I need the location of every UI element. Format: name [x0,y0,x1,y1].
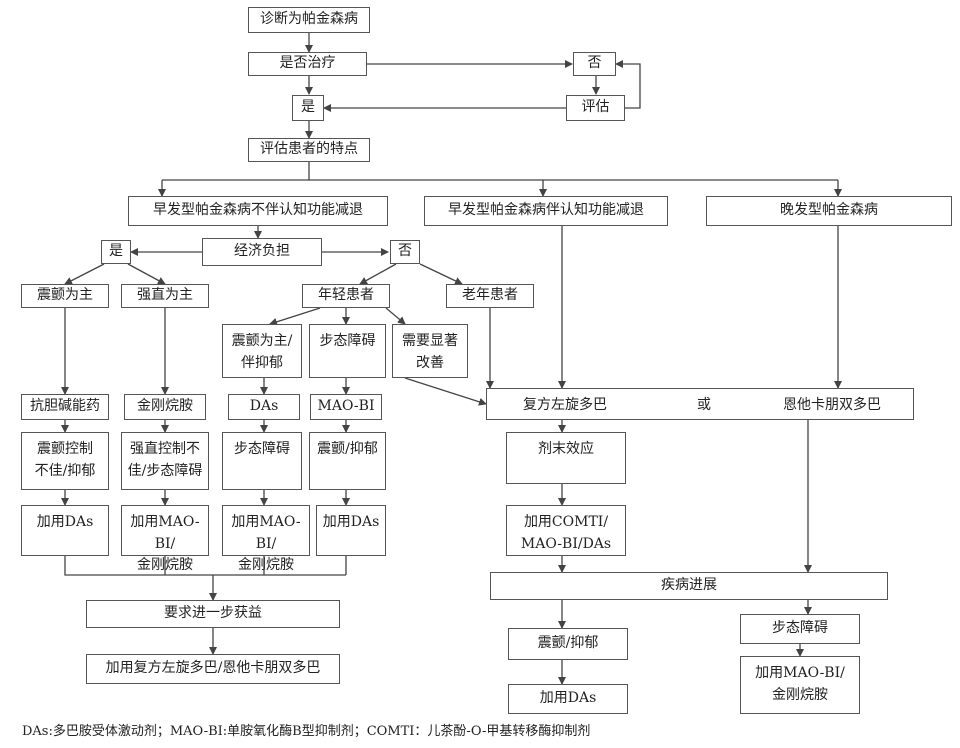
das-node: DAs [228,394,300,420]
tremor-depression-2-label: 震颤/抑郁 [317,441,378,457]
young-patient-node: 年轻患者 [302,284,390,308]
rigidity-control-node: 强直控制不 佳/步态障碍 [121,432,209,490]
early-onset-cognitive-node: 早发型帕金森病伴认知功能减退 [424,196,668,226]
early-onset-no-cognitive-node: 早发型帕金森病不伴认知功能减退 [128,196,388,226]
early-onset-cognitive-label: 早发型帕金森病伴认知功能减退 [448,202,644,219]
tremor-dominant-label: 震颤为主 [37,287,93,304]
disease-progression-label: 疾病进展 [661,577,717,594]
maobi-label: MAO-BI [317,398,375,415]
wearing-off-label: 剂末效应 [538,441,594,457]
young-patient-label: 年轻患者 [318,287,374,304]
add-comti-label: 加用COMTI/ MAO-BI/DAs [520,514,612,552]
anticholinergic-node: 抗胆碱能药 [21,394,109,420]
gait-disorder-label: 步态障碍 [319,333,376,349]
tremor-control-node: 震颤控制 不佳/抑郁 [21,432,109,490]
econ-yes-node: 是 [101,240,131,264]
need-improvement-node: 需要显著 改善 [392,324,468,378]
econ-yes-label: 是 [109,243,123,260]
add-levodopa-node: 加用复方左旋多巴/恩他卡朋双多巴 [86,654,340,684]
gait-disorder-2-label: 步态障碍 [234,441,290,457]
early-onset-no-cognitive-label: 早发型帕金森病不伴认知功能减退 [153,202,363,219]
amantadine-label: 金刚烷胺 [137,398,193,415]
add-das-3-label: 加用DAs [539,690,597,707]
yes-treatment-label: 是 [301,99,315,116]
no-treatment-node: 否 [573,52,616,76]
add-das-1-node: 加用DAs [21,505,109,556]
levodopa-or-entacapone-node: 复方左旋多巴 或 恩他卡朋双多巴 [486,388,914,420]
tremor-depression-3-node: 震颤/抑郁 [508,628,628,660]
economic-burden-label: 经济负担 [234,243,290,260]
wearing-off-node: 剂末效应 [506,432,626,484]
gait-disorder-3-label: 步态障碍 [772,620,828,637]
amantadine-node: 金刚烷胺 [124,394,206,420]
diagnosis-node: 诊断为帕金森病 [248,7,370,33]
add-maobi-amantadine-3-node: 加用MAO-BI/ 金刚烷胺 [740,656,860,714]
entacapone-label: 恩他卡朋双多巴 [783,397,881,413]
add-levodopa-label: 加用复方左旋多巴/恩他卡朋双多巴 [105,660,321,677]
evaluate-node: 评估 [566,95,625,121]
tremor-dominant-node: 震颤为主 [21,284,109,308]
anticholinergic-label: 抗胆碱能药 [30,398,100,415]
add-das-2-node: 加用DAs [316,505,386,556]
tremor-depression-node: 震颤为主/ 伴抑郁 [222,324,302,378]
yes-treatment-node: 是 [292,95,324,121]
levodopa-label: 复方左旋多巴 [523,397,607,413]
gait-disorder-node: 步态障碍 [309,324,386,378]
econ-no-label: 否 [398,243,412,260]
assess-features-label: 评估患者的特点 [260,141,358,158]
elderly-patient-node: 老年患者 [446,284,534,308]
add-maobi-amantadine-2-node: 加用MAO-BI/ 金刚烷胺 [222,505,310,573]
tremor-control-label: 震颤控制 不佳/抑郁 [34,441,96,479]
add-maobi-amantadine-3-label: 加用MAO-BI/ 金刚烷胺 [755,665,845,703]
rigidity-control-label: 强直控制不 佳/步态障碍 [127,441,203,479]
rigidity-dominant-node: 强直为主 [121,284,209,308]
treatment-decision-node: 是否治疗 [248,52,367,76]
das-label: DAs [249,398,279,415]
late-onset-label: 晚发型帕金森病 [780,202,878,219]
assess-features-node: 评估患者的特点 [248,138,370,162]
or-label: 或 [697,397,711,413]
elderly-patient-label: 老年患者 [462,287,518,304]
tremor-depression-label: 震颤为主/ 伴抑郁 [231,333,293,371]
treatment-decision-label: 是否治疗 [279,55,336,72]
economic-burden-node: 经济负担 [202,238,322,266]
rigidity-dominant-label: 强直为主 [137,287,193,304]
disease-progression-node: 疾病进展 [490,572,888,600]
no-treatment-label: 否 [587,55,602,72]
add-maobi-amantadine-1-node: 加用MAO-BI/ 金刚烷胺 [121,505,209,573]
need-improvement-label: 需要显著 改善 [402,333,458,371]
econ-no-node: 否 [390,240,420,264]
add-maobi-amantadine-1-label: 加用MAO-BI/ 金刚烷胺 [130,514,200,574]
evaluate-label: 评估 [581,99,610,116]
tremor-depression-2-node: 震颤/抑郁 [309,432,386,490]
maobi-node: MAO-BI [310,394,382,420]
add-maobi-amantadine-2-label: 加用MAO-BI/ 金刚烷胺 [231,514,301,574]
add-das-1-label: 加用DAs [36,514,94,530]
further-benefit-label: 要求进一步获益 [164,605,262,622]
add-das-2-label: 加用DAs [322,514,380,530]
gait-disorder-3-node: 步态障碍 [740,614,860,644]
add-comti-node: 加用COMTI/ MAO-BI/DAs [506,505,626,556]
abbreviation-footnote: DAs:多巴胺受体激动剂；MAO-BI:单胺氧化酶B型抑制剂；COMTI：儿茶酚… [22,724,591,739]
further-benefit-node: 要求进一步获益 [86,600,340,628]
add-das-3-node: 加用DAs [508,684,628,714]
late-onset-node: 晚发型帕金森病 [706,196,952,226]
gait-disorder-2-node: 步态障碍 [222,432,302,490]
diagnosis-label: 诊断为帕金森病 [260,11,358,28]
tremor-depression-3-label: 震颤/抑郁 [537,635,599,652]
